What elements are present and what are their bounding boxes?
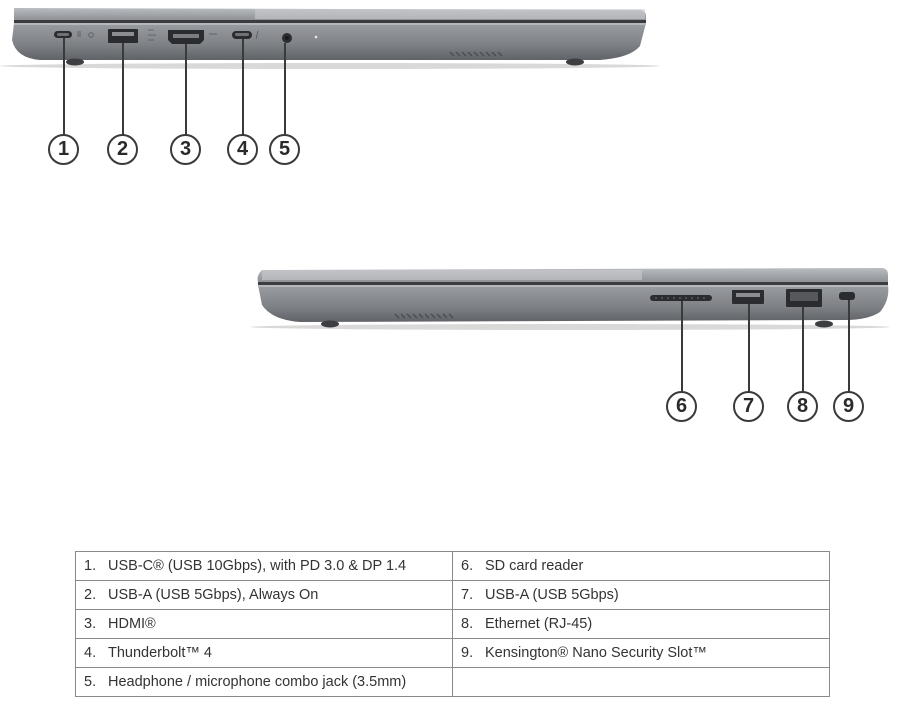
item-label: Thunderbolt™ 4 [108, 645, 212, 661]
table-cell: 1. USB-C® (USB 10Gbps), with PD 3.0 & DP … [75, 551, 453, 581]
item-number: 1. [84, 558, 97, 574]
table-cell: 9. Kensington® Nano Security Slot™ [452, 638, 830, 668]
item-number: 9. [461, 645, 474, 661]
table-row: 3. HDMI® 8. Ethernet (RJ-45) [75, 609, 830, 639]
item-number: 2. [84, 587, 97, 603]
item-label: USB-A (USB 5Gbps), Always On [108, 587, 319, 603]
table-cell [452, 667, 830, 697]
table-row: 2. USB-A (USB 5Gbps), Always On 7. USB-A (… [75, 580, 830, 610]
table-cell: 6. SD card reader [452, 551, 830, 581]
item-label: Headphone / microphone combo jack (3.5mm… [108, 674, 407, 690]
item-number: 7. [461, 587, 474, 603]
item-label: USB-C® (USB 10Gbps), with PD 3.0 & DP 1.… [108, 558, 407, 574]
table-cell: 3. HDMI® [75, 609, 453, 639]
item-number: 3. [84, 616, 97, 632]
callout-8: 8 [787, 391, 818, 422]
item-label: SD card reader [485, 558, 584, 574]
callout-2: 2 [107, 134, 138, 165]
item-number: 8. [461, 616, 474, 632]
port-legend-table: 1. USB-C® (USB 10Gbps), with PD 3.0 & DP … [75, 551, 830, 697]
item-label: USB-A (USB 5Gbps) [485, 587, 619, 603]
item-number: 4. [84, 645, 97, 661]
table-row: 1. USB-C® (USB 10Gbps), with PD 3.0 & DP … [75, 551, 830, 581]
callout-4: 4 [227, 134, 258, 165]
table-cell: 4. Thunderbolt™ 4 [75, 638, 453, 668]
callout-1: 1 [48, 134, 79, 165]
table-row: 5. Headphone / microphone combo jack (3.5… [75, 667, 830, 697]
callout-7: 7 [733, 391, 764, 422]
item-label: HDMI® [108, 616, 156, 632]
item-number: 6. [461, 558, 474, 574]
table-cell: 8. Ethernet (RJ-45) [452, 609, 830, 639]
callout-3: 3 [170, 134, 201, 165]
table-cell: 5. Headphone / microphone combo jack (3.5… [75, 667, 453, 697]
table-row: 4. Thunderbolt™ 4 9. Kensington® Nano Secu… [75, 638, 830, 668]
callout-6: 6 [666, 391, 697, 422]
item-number: 5. [84, 674, 97, 690]
item-label: Kensington® Nano Security Slot™ [485, 645, 707, 661]
item-label: Ethernet (RJ-45) [485, 616, 593, 632]
table-cell: 2. USB-A (USB 5Gbps), Always On [75, 580, 453, 610]
callout-9: 9 [833, 391, 864, 422]
table-cell: 7. USB-A (USB 5Gbps) [452, 580, 830, 610]
callout-5: 5 [269, 134, 300, 165]
